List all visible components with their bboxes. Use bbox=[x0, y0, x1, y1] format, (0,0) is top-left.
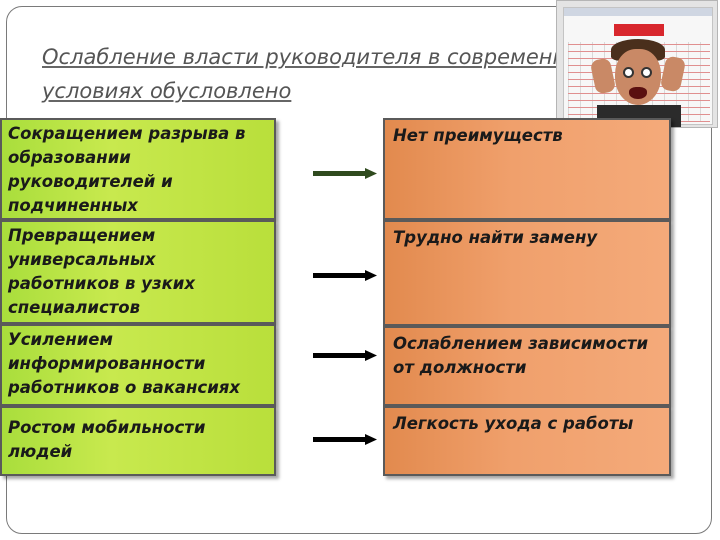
cause-box-3: Усилением информированности работников о… bbox=[0, 324, 276, 406]
slide-title-line-2: условиях обусловлено bbox=[42, 79, 292, 103]
effect-box-1: Нет преимуществ bbox=[383, 118, 671, 220]
arrow-right-icon bbox=[313, 434, 377, 445]
effect-box-4: Легкость ухода с работы bbox=[383, 406, 671, 476]
slide-title-line-1: Ослабление власти руководителя в совреме… bbox=[42, 45, 596, 69]
surprised-man-photo bbox=[556, 0, 718, 128]
effect-box-3: Ослаблением зависимости от должности bbox=[383, 326, 671, 406]
effect-box-2: Трудно найти замену bbox=[383, 220, 671, 326]
arrow-right-icon bbox=[313, 168, 377, 179]
arrow-right-icon bbox=[313, 350, 377, 361]
cause-box-2: Превращением универсальных работников в … bbox=[0, 220, 276, 324]
cause-box-4: Ростом мобильности людей bbox=[0, 406, 276, 476]
slide-title: Ослабление власти руководителя в совреме… bbox=[42, 40, 652, 108]
cause-box-1: Сокращением разрыва в образовании руково… bbox=[0, 118, 276, 220]
arrow-right-icon bbox=[313, 270, 377, 281]
